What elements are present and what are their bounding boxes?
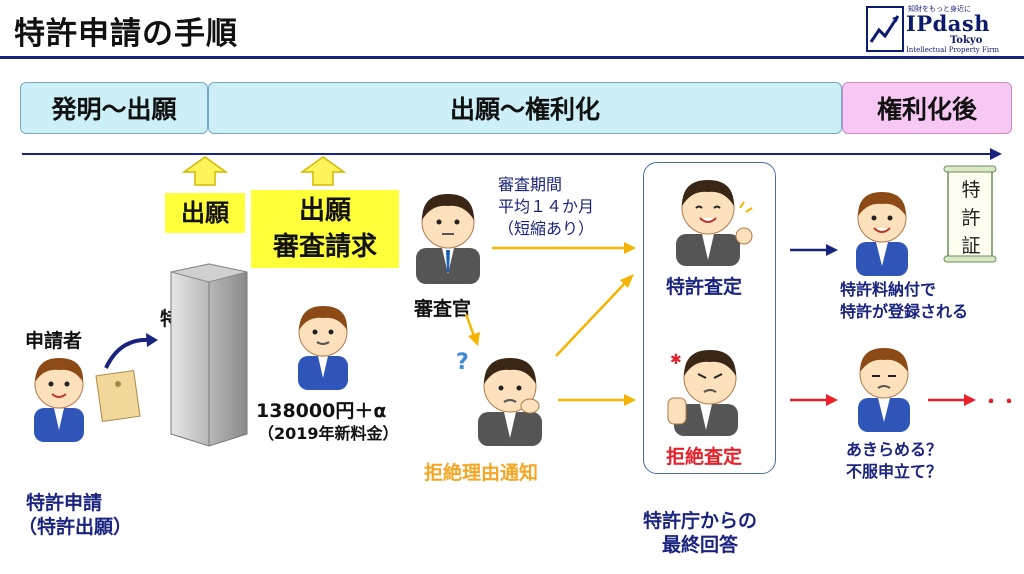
approving-examiner-icon <box>668 174 756 266</box>
worried-person-icon <box>472 350 548 446</box>
rejecting-examiner-icon: ✱ <box>666 344 754 436</box>
registered-line2: 特許が登録される <box>840 298 968 322</box>
final-answer-line1: 特許庁からの <box>643 506 757 533</box>
appeal-line2: 不服申立て？ <box>846 458 942 482</box>
final-rejection-label: 拒絶査定 <box>666 442 742 469</box>
happy-person-icon <box>846 184 918 276</box>
allowance-label: 特許査定 <box>666 272 742 299</box>
rejection-notice-label: 拒絶理由通知 <box>424 458 538 485</box>
question-mark-icon: ? <box>456 350 469 375</box>
registered-line1: 特許料納付で <box>840 276 936 300</box>
ellipsis: ・・・ <box>982 388 1024 414</box>
svg-text:✱: ✱ <box>670 352 682 368</box>
final-answer-line2: 最終回答 <box>662 530 738 557</box>
appeal-line1: あきらめる？ <box>846 436 942 460</box>
sad-person-icon <box>848 340 920 432</box>
patent-certificate-label: 特許証 <box>960 176 982 260</box>
